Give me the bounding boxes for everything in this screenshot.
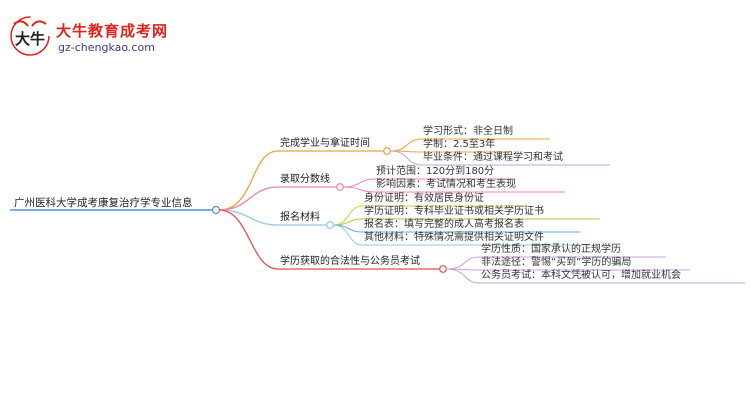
leaf-other-materials: 其他材料：特殊情况需提供相关证明文件 [364, 232, 544, 243]
leaf-illegal-channels: 非法途径：警惕“买到”学历的骗局 [481, 257, 632, 268]
leaf-study-mode: 学习形式：非全日制 [423, 126, 513, 137]
mindmap-root: 广州医科大学成考康复治疗学专业信息 [14, 197, 193, 209]
leaf-education-proof: 学历证明：专科毕业证书或相关学历证书 [364, 206, 544, 217]
bull-logo-icon: 大牛 [10, 16, 50, 56]
logo-glyph: 大牛 [15, 30, 45, 48]
branch-completion-time: 完成学业与拿证时间 [280, 138, 370, 149]
branch-legality-civil-service: 学历获取的合法性与公务员考试 [280, 256, 420, 267]
site-logo[interactable]: 大牛 大牛教育成考网 gz-chengkao.com [8, 14, 208, 58]
site-name: 大牛教育成考网 [56, 22, 169, 40]
branch-admission-score: 录取分数线 [280, 174, 330, 185]
leaf-application-form: 报名表：填写完整的成人高考报名表 [364, 219, 524, 230]
leaf-duration: 学制：2.5至3年 [423, 139, 496, 150]
leaf-degree-nature: 学历性质：国家承认的正规学历 [481, 244, 621, 255]
leaf-score-range: 预计范围：120分到180分 [376, 166, 495, 177]
leaf-graduation-condition: 毕业条件：通过课程学习和考试 [423, 152, 563, 163]
leaf-identity-proof: 身份证明：有效居民身份证 [364, 193, 484, 204]
leaf-influencing-factors: 影响因素：考试情况和考生表现 [376, 179, 516, 190]
leaf-civil-service-exam: 公务员考试：本科文凭被认可，增加就业机会 [481, 270, 681, 281]
branch-application-materials: 报名材料 [280, 212, 320, 223]
site-url: gz-chengkao.com [58, 41, 155, 54]
